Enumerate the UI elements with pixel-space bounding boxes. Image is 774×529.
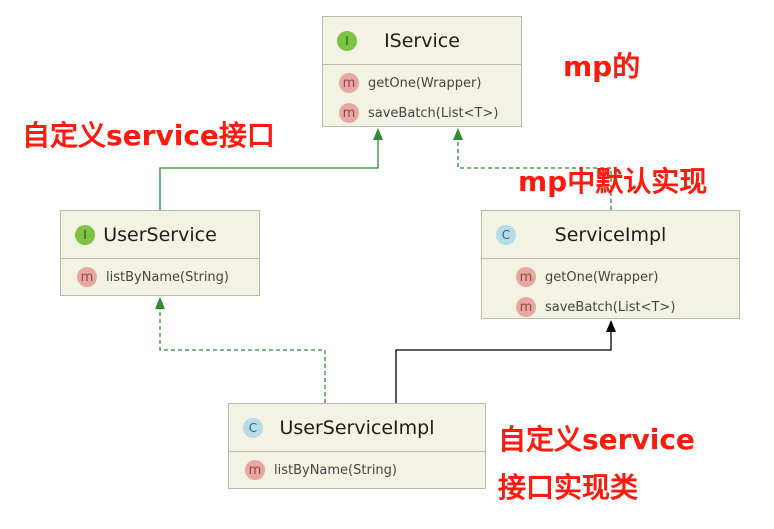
method-row: m saveBatch(List<T>) <box>500 292 739 322</box>
implements-arrowhead <box>155 297 165 309</box>
method-icon: m <box>516 267 536 287</box>
class-icon: C <box>243 418 263 438</box>
implements-edge-serviceimpl-iservice <box>457 138 612 210</box>
node-header: I UserService <box>61 211 259 259</box>
method-signature: getOne(Wrapper) <box>368 75 482 91</box>
interface-icon: I <box>337 31 357 51</box>
interface-icon: I <box>75 225 95 245</box>
extends-arrowhead <box>373 128 383 140</box>
method-row: m listByName(String) <box>229 455 485 485</box>
method-list: m listByName(String) <box>61 259 259 292</box>
method-list: m listByName(String) <box>229 452 485 485</box>
method-signature: saveBatch(List<T>) <box>545 299 676 315</box>
class-icon: C <box>496 225 516 245</box>
node-header: I IService <box>323 17 521 65</box>
extends-edge-userservice-iservice <box>159 138 379 210</box>
method-icon: m <box>516 297 536 317</box>
annotation-custom-impl-line2: 接口实现类 <box>498 471 639 504</box>
annotation-custom-interface: 自定义service接口 <box>22 119 275 152</box>
method-row: m saveBatch(List<T>) <box>323 98 521 128</box>
method-row: m getOne(Wrapper) <box>323 68 521 98</box>
method-icon: m <box>77 267 97 287</box>
node-title: UserServiceImpl <box>279 416 435 439</box>
iservice-node[interactable]: I IService m getOne(Wrapper) m saveBatch… <box>322 16 522 127</box>
method-list: m getOne(Wrapper) m saveBatch(List<T>) <box>323 65 521 128</box>
annotation-mp: mp的 <box>563 50 641 83</box>
method-list: m getOne(Wrapper) m saveBatch(List<T>) <box>482 259 739 322</box>
node-title: ServiceImpl <box>554 223 667 246</box>
node-header: C ServiceImpl <box>482 211 739 259</box>
method-signature: getOne(Wrapper) <box>545 269 659 285</box>
method-icon: m <box>245 460 265 480</box>
method-signature: listByName(String) <box>274 462 397 478</box>
node-title: UserService <box>103 223 217 246</box>
method-signature: listByName(String) <box>106 269 229 285</box>
node-header: C UserServiceImpl <box>229 404 485 452</box>
extends-edge-userserviceimpl-serviceimpl <box>395 330 612 403</box>
annotation-mp-default-impl: mp中默认实现 <box>518 165 708 198</box>
method-icon: m <box>339 73 359 93</box>
implements-arrowhead <box>453 128 463 140</box>
userservice-node[interactable]: I UserService m listByName(String) <box>60 210 260 296</box>
annotation-custom-impl-line1: 自定义service <box>498 423 695 456</box>
method-signature: saveBatch(List<T>) <box>368 105 499 121</box>
method-icon: m <box>339 103 359 123</box>
userserviceimpl-node[interactable]: C UserServiceImpl m listByName(String) <box>228 403 486 489</box>
node-title: IService <box>384 29 460 52</box>
serviceimpl-node[interactable]: C ServiceImpl m getOne(Wrapper) m saveBa… <box>481 210 740 319</box>
extends-arrowhead <box>606 320 616 332</box>
method-row: m listByName(String) <box>61 262 259 292</box>
method-row: m getOne(Wrapper) <box>500 262 739 292</box>
implements-edge-userserviceimpl-userservice <box>159 306 326 403</box>
